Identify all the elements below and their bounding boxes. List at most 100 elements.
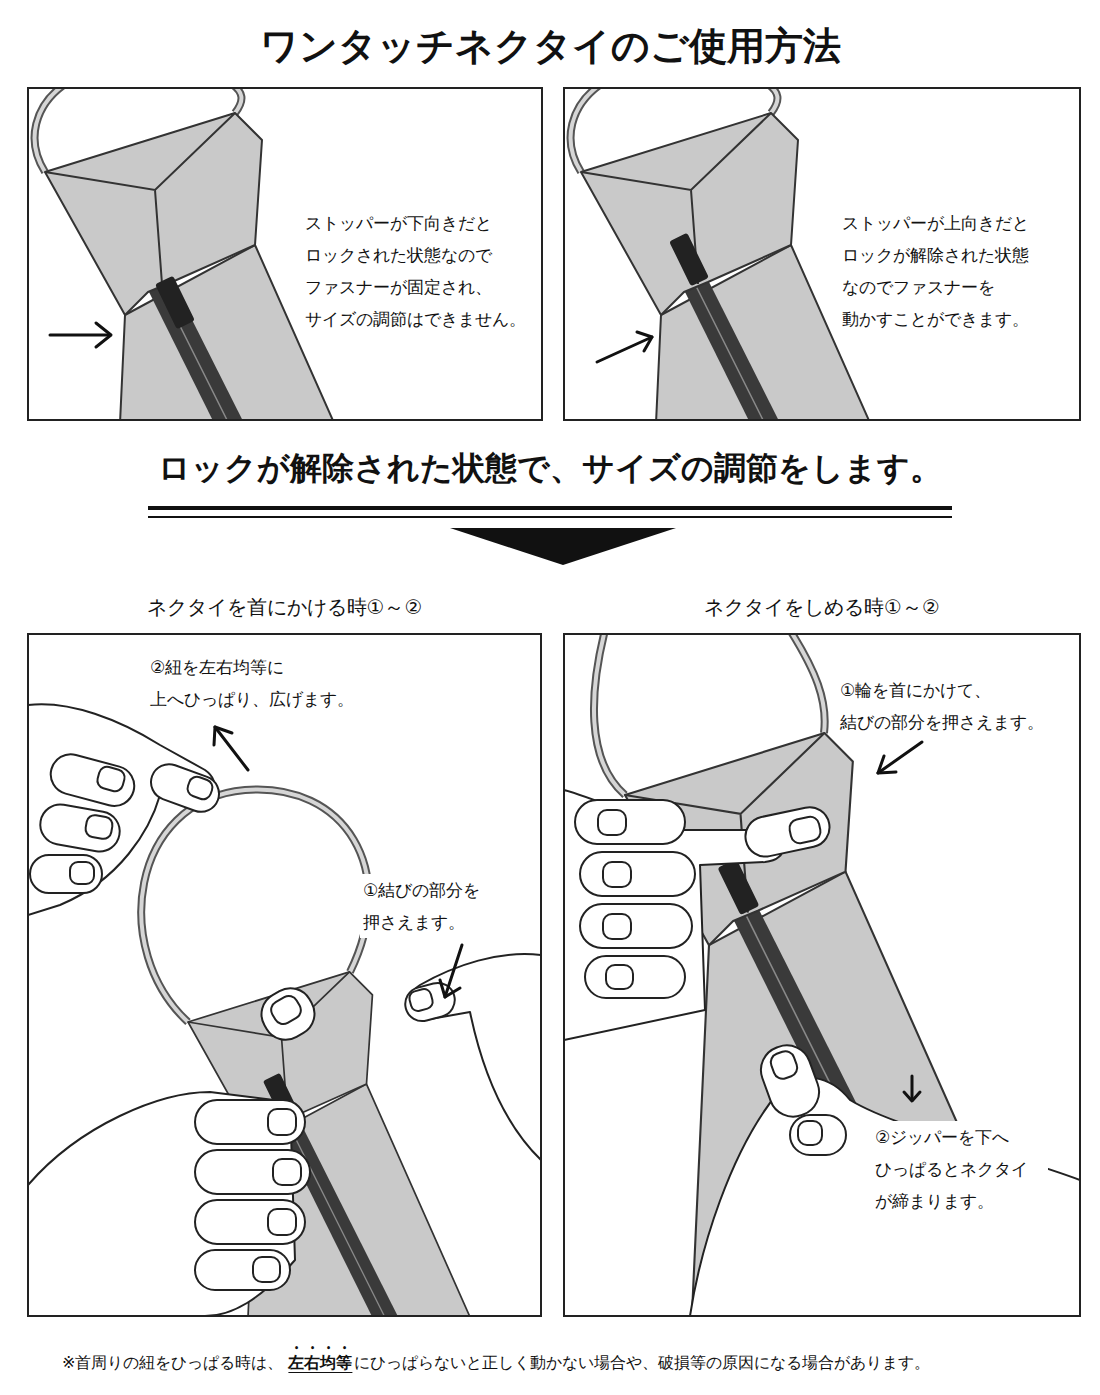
unlocked-tie-illustration xyxy=(571,88,1080,420)
tighten-tie-illustration xyxy=(594,634,625,795)
note-text: にひっぱらないと正しく動かない場合や、破損等の原因になる場合があります。 xyxy=(354,1353,930,1372)
hand xyxy=(408,987,434,1012)
instruction-text: ①結びの部分を 押さえます。 xyxy=(360,874,536,938)
hand xyxy=(268,1209,296,1235)
locked-tie-illustration xyxy=(35,88,65,172)
pointer-arrow xyxy=(878,756,896,773)
hand xyxy=(253,1257,280,1282)
page-title: ワンタッチネクタイのご使用方法 xyxy=(254,20,847,73)
hand xyxy=(564,790,833,1040)
section-heading: ロックが解除された状態で、サイズの調節をします。 xyxy=(152,446,948,491)
zipper-stopper xyxy=(155,276,195,330)
pointer-arrow xyxy=(911,1076,914,1100)
hand xyxy=(28,704,214,915)
locked-tie-illustration xyxy=(45,113,542,420)
panel-heading-wrap: ネクタイを首にかける時①～② xyxy=(29,593,540,621)
pointer-arrow xyxy=(440,980,460,997)
hand xyxy=(195,1100,305,1144)
pointer-arrow xyxy=(50,323,111,347)
section-heading-wrap: ロックが解除された状態で、サイズの調節をします。 xyxy=(0,446,1100,491)
hand xyxy=(146,759,224,817)
tighten-tie-illustration xyxy=(625,733,1080,1316)
pointer-arrow xyxy=(214,727,232,745)
unlocked-tie-illustration xyxy=(571,88,601,172)
hand xyxy=(575,800,685,844)
hand xyxy=(690,1078,1080,1316)
hand xyxy=(603,862,631,887)
panel-heading: ネクタイをしめる時①～② xyxy=(700,593,944,621)
callout-wrap: ストッパーが上向きだと ロックが解除された状態 なのでファスナーを 動かすことが… xyxy=(839,207,1049,335)
tighten-tie-illustration xyxy=(625,733,1080,1316)
widen-loop-illustration xyxy=(28,704,541,1316)
panel-heading-wrap: ネクタイをしめる時①～② xyxy=(565,593,1079,621)
hand xyxy=(185,774,214,801)
hand xyxy=(690,1039,1080,1316)
emphasized-note: 左右均等 xyxy=(288,1353,352,1372)
panel-heading: ネクタイを首にかける時①～② xyxy=(143,593,427,621)
pointer-arrow xyxy=(96,323,111,347)
hand xyxy=(798,1121,822,1145)
zipper-stopper xyxy=(717,859,759,915)
hand xyxy=(195,1250,290,1290)
panel-box: ストッパーが下向きだと ロックされた状態なので ファスナーが固定され、 サイズの… xyxy=(27,87,543,421)
hand xyxy=(768,1049,799,1082)
hand xyxy=(606,965,633,989)
hand xyxy=(580,852,695,896)
unlocked-tie-illustration xyxy=(768,88,777,113)
hand xyxy=(273,1159,301,1185)
panel-box: ネクタイを首にかける時①～②②紐を左右均等に 上へひっぱり、広げます。①結びの部… xyxy=(27,633,542,1317)
pointer-arrow xyxy=(597,332,652,362)
hand xyxy=(195,1200,305,1244)
locked-tie-illustration xyxy=(232,88,241,113)
locked-tie-illustration xyxy=(35,88,542,420)
hand xyxy=(253,980,322,1048)
hand xyxy=(788,815,822,845)
hand xyxy=(30,855,102,893)
tighten-tie-illustration xyxy=(790,634,825,733)
instruction-text: ②ジッパーを下へ ひっぱるとネクタイ が締まります。 xyxy=(872,1121,1048,1217)
hand xyxy=(46,750,138,811)
instruction-text: ②紐を左右均等に 上へひっぱり、広げます。 xyxy=(147,651,374,715)
hand xyxy=(603,914,631,939)
callout-wrap: ①輪を首にかけて、 結びの部分を押さえます。 xyxy=(837,674,1064,738)
down-triangle xyxy=(450,528,676,565)
hand xyxy=(37,801,123,854)
hand xyxy=(268,993,304,1028)
note-text: ※首周りの紐をひっぱる時は、 xyxy=(62,1353,283,1372)
tighten-tie-illustration xyxy=(564,634,1080,1316)
pointer-arrow xyxy=(904,1092,920,1101)
callout-wrap: ②ジッパーを下へ ひっぱるとネクタイ が締まります。 xyxy=(872,1121,1048,1217)
hand xyxy=(195,1150,310,1194)
hand xyxy=(96,765,127,793)
title-wrap: ワンタッチネクタイのご使用方法 xyxy=(0,20,1100,73)
divider xyxy=(148,506,952,510)
pointer-arrow xyxy=(214,727,462,997)
locked-tie-illustration xyxy=(232,88,241,113)
tighten-tie-illustration xyxy=(790,634,825,733)
unlocked-tie-illustration xyxy=(571,88,1080,420)
pointer-arrow xyxy=(878,742,922,1101)
callout-wrap: ②紐を左右均等に 上へひっぱり、広げます。 xyxy=(147,651,374,715)
pointer-arrow xyxy=(637,332,652,351)
hand xyxy=(580,904,692,948)
hand xyxy=(268,1109,296,1135)
unlocked-tie-illustration xyxy=(581,113,1080,420)
hand xyxy=(790,1115,846,1155)
instruction-text: ストッパーが下向きだと ロックされた状態なので ファスナーが固定され、 サイズの… xyxy=(302,207,538,335)
hand xyxy=(28,704,224,915)
callout-wrap: ストッパーが下向きだと ロックされた状態なので ファスナーが固定され、 サイズの… xyxy=(302,207,538,335)
divider xyxy=(148,516,952,518)
unlocked-tie-illustration xyxy=(571,88,601,172)
hand xyxy=(28,980,323,1316)
callout-wrap: ①結びの部分を 押さえます。 xyxy=(360,874,536,938)
divider xyxy=(148,506,952,565)
hand xyxy=(70,862,94,884)
tighten-tie-illustration xyxy=(594,634,625,795)
unlocked-tie-illustration xyxy=(768,88,777,113)
pointer-arrow xyxy=(878,742,922,773)
pointer-arrow xyxy=(215,727,248,770)
instruction-text: ストッパーが上向きだと ロックが解除された状態 なのでファスナーを 動かすことが… xyxy=(839,207,1049,335)
hand xyxy=(598,810,626,835)
hand xyxy=(84,814,113,840)
